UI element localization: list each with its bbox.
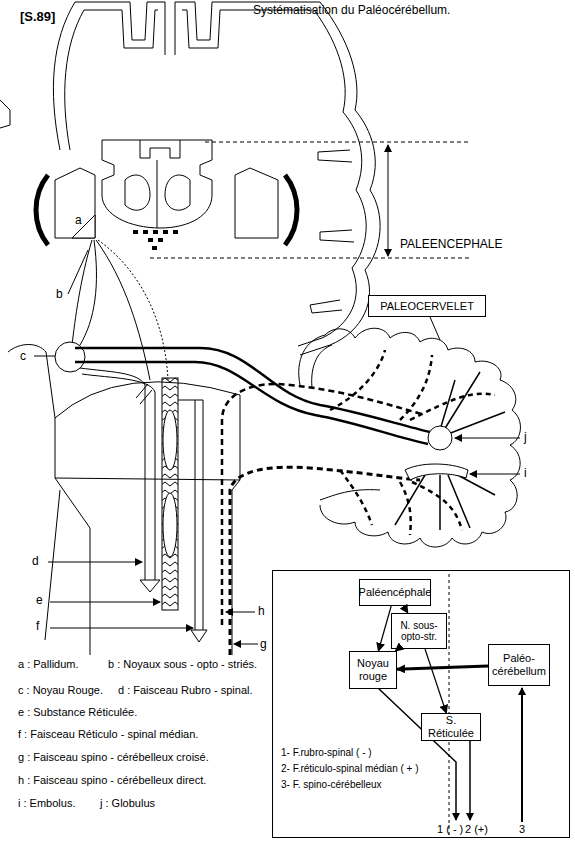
- subthalamic-dots: [133, 232, 180, 248]
- callout-label: [S.89]: [20, 10, 55, 24]
- input-line: [521, 688, 523, 822]
- insula-crescent: [285, 175, 297, 245]
- callout-label: g: [260, 638, 267, 651]
- lenticular-outline: [55, 168, 95, 238]
- node-text: 1- F.rubro-spinal ( - ): [281, 747, 372, 758]
- callout-label: b: [56, 288, 63, 301]
- connector-arrow: [403, 606, 407, 613]
- callout-label: c: [20, 350, 26, 363]
- cortex-inner-line: [65, 10, 366, 346]
- output-line: [378, 688, 456, 820]
- cerebello-rubral-tract: [75, 348, 430, 444]
- output-line: [469, 740, 471, 820]
- callout-label: a: [75, 214, 82, 227]
- pointer-arrow: [455, 438, 520, 439]
- connector-arrow: [425, 649, 446, 713]
- pointer-arrow: [48, 562, 142, 563]
- callout-label: b : Noyaux sous - opto - striés.: [108, 658, 257, 670]
- node-text: Paléo-cérébellum: [489, 652, 549, 677]
- insula-crescent: [36, 175, 48, 245]
- pointer-arrow: [226, 612, 255, 613]
- callout-label: d : Faisceau Rubro - spinal.: [118, 684, 253, 696]
- cerebellum-inner-line: [312, 345, 380, 500]
- node-text: Noyau rouge: [350, 657, 396, 682]
- reticular-column: [162, 378, 178, 610]
- callout-label: h: [258, 605, 265, 618]
- node-text: PALEOCERVELET: [380, 300, 474, 313]
- red-nucleus: [55, 342, 85, 372]
- connector-arrow: [397, 666, 488, 669]
- node-text: N. sous-opto-str.: [392, 620, 446, 643]
- callout-label: d: [32, 555, 39, 568]
- cerebrum-outline: [53, 2, 380, 355]
- process-box: S. Réticulée: [421, 713, 481, 741]
- callout-label: e : Substance Réticulée.: [18, 706, 137, 718]
- callout-label: h : Faisceau spino - cérébelleux direct.: [18, 774, 206, 786]
- embolus-nucleus: [405, 464, 468, 480]
- leader-line: [45, 490, 60, 640]
- node-text: Paléencéphale: [359, 586, 432, 599]
- callout-label: a : Pallidum.: [18, 658, 79, 670]
- pointer-arrow: [470, 474, 520, 475]
- thalamus-outline: [102, 140, 212, 228]
- callout-label: e: [36, 594, 43, 607]
- callout-label: j: [524, 431, 527, 444]
- connector-arrow: [395, 649, 397, 651]
- extent-arrow: [388, 200, 389, 256]
- reticulo-spinal-tract: [178, 400, 207, 642]
- pointer-arrow: [50, 602, 160, 603]
- process-box: Paléencéphale: [359, 579, 431, 606]
- afferent-fibres: [330, 350, 495, 535]
- gyrus-sulcus: [310, 150, 354, 313]
- callout-label: 3: [519, 823, 525, 835]
- callout-label: j : Globulus: [100, 797, 155, 809]
- node-text: S. Réticulée: [422, 714, 480, 739]
- diagram-frame: 1- F.rubro-spinal ( - ) 2- F.réticulo-spi…: [272, 570, 570, 838]
- callout-label: PALEENCEPHALE: [400, 238, 503, 251]
- extent-arrow: [388, 145, 389, 200]
- node-text: 3- F. spino-cérébelleux: [281, 779, 382, 790]
- cerebellum-outline: [299, 328, 521, 547]
- pointer-arrow: [234, 644, 258, 645]
- process-box: PALEOCERVELET: [368, 295, 486, 317]
- process-box: Paléo-cérébellum: [488, 644, 550, 686]
- process-box: N. sous-opto-str.: [391, 613, 447, 649]
- lenticular-outline: [235, 168, 278, 238]
- callout-label: 1 ( - ): [437, 823, 463, 835]
- crossing-mark: [136, 384, 152, 404]
- leader-line: [34, 356, 55, 357]
- globulus-nucleus: [428, 426, 452, 450]
- callout-label: g : Faisceau spino - cérébelleux croisé.: [18, 751, 209, 763]
- title-text: Systématisation du Paléocérébellum.: [253, 4, 450, 17]
- brainstem-outline: [8, 345, 240, 656]
- callout-label: i: [524, 467, 527, 480]
- callout-label: i : Embolus.: [18, 797, 75, 809]
- pointer-arrow: [50, 628, 193, 629]
- leader-line: [430, 317, 440, 340]
- fibre-line: [98, 240, 168, 380]
- callout-label: f : Faisceau Réticulo - spinal médian.: [18, 728, 198, 740]
- rubro-spinal-tract: [80, 368, 160, 592]
- reticular-nucleus: [163, 410, 177, 470]
- cortex-fragment: [0, 100, 10, 128]
- leader-line: [68, 250, 88, 294]
- node-text: 2- F.réticulo-spinal médian ( + ): [281, 763, 419, 774]
- pallidum-triangle: [72, 215, 95, 238]
- callout-label: c : Noyau Rouge.: [18, 684, 103, 696]
- callout-label: 2 (+): [465, 823, 488, 835]
- connector-arrow: [378, 606, 391, 651]
- thalamus-detail: [125, 140, 190, 228]
- reticular-nucleus: [163, 493, 177, 557]
- callout-label: f: [36, 620, 39, 633]
- midline: [449, 574, 450, 835]
- process-box: Noyau rouge: [349, 651, 397, 689]
